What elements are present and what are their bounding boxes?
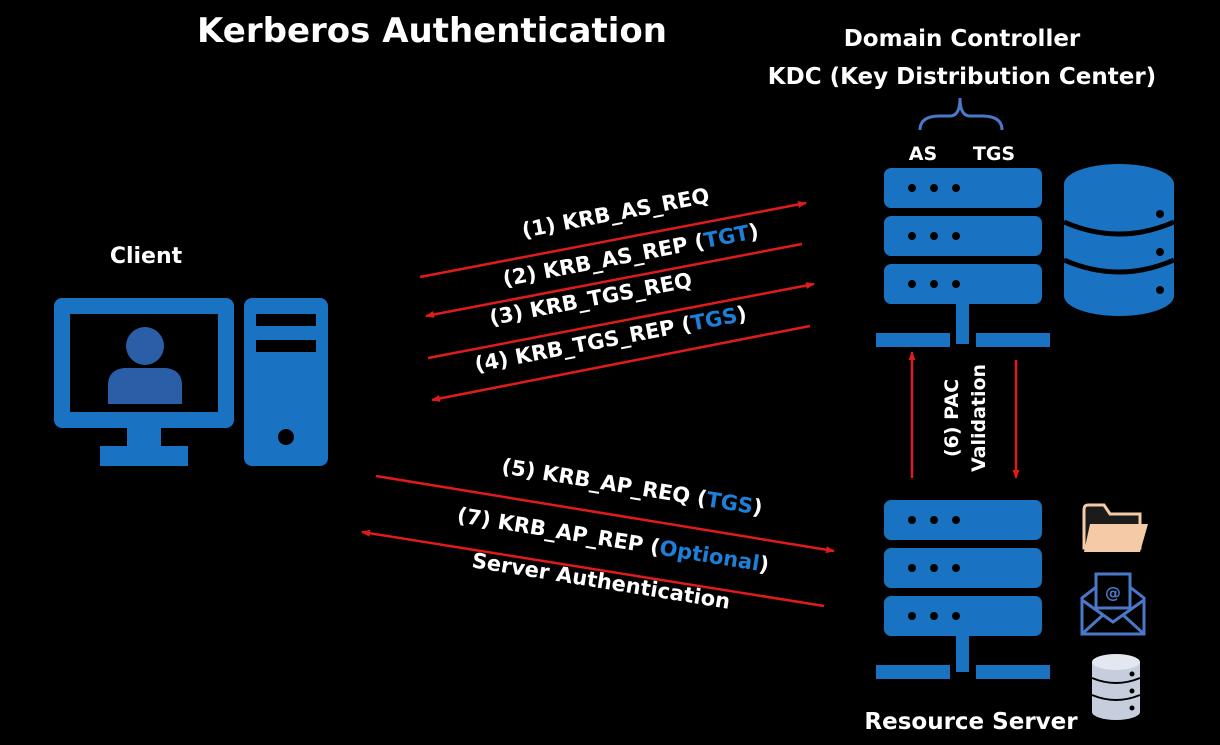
arrow-as-req: [419, 201, 807, 279]
arrow-as-rep: [425, 242, 803, 318]
as-label: AS: [909, 143, 937, 165]
arrow-ap-rep: [361, 529, 825, 608]
optional-highlight: Optional: [658, 536, 761, 576]
arrow-tgs-rep: [431, 324, 811, 402]
database-icon: [1063, 164, 1175, 316]
tgs-highlight-ap: TGS: [705, 487, 755, 518]
label-ap-req: (5) KRB_AP_REQ (TGS): [500, 454, 764, 520]
desktop-tower-icon: [244, 298, 328, 466]
curly-brace-icon: [918, 97, 1004, 131]
server-rack-icon: [876, 168, 1050, 347]
small-database-icon: [1091, 654, 1141, 720]
kdc-heading: Domain Controller: [844, 26, 1081, 52]
email-icon: @: [1080, 572, 1146, 636]
kdc-subheading: KDC (Key Distribution Center): [768, 64, 1156, 90]
tgt-highlight: TGT: [702, 221, 752, 253]
client-label: Client: [110, 244, 183, 269]
user-icon: [108, 327, 182, 404]
pac-label-line2: Validation: [968, 364, 990, 472]
resource-server-rack-icon: [876, 500, 1050, 679]
pac-label-line1: (6) PAC: [941, 379, 963, 457]
svg-text:@: @: [1105, 583, 1121, 602]
tgs-highlight: TGS: [689, 303, 739, 335]
kerberos-arrows: [361, 201, 1020, 608]
page-title: Kerberos Authentication: [197, 11, 667, 51]
tgs-label: TGS: [973, 143, 1015, 165]
resource-server-label: Resource Server: [864, 709, 1078, 735]
arrow-ap-req: [375, 474, 835, 554]
folder-icon: [1082, 503, 1148, 552]
arrow-tgs-req: [427, 282, 815, 360]
